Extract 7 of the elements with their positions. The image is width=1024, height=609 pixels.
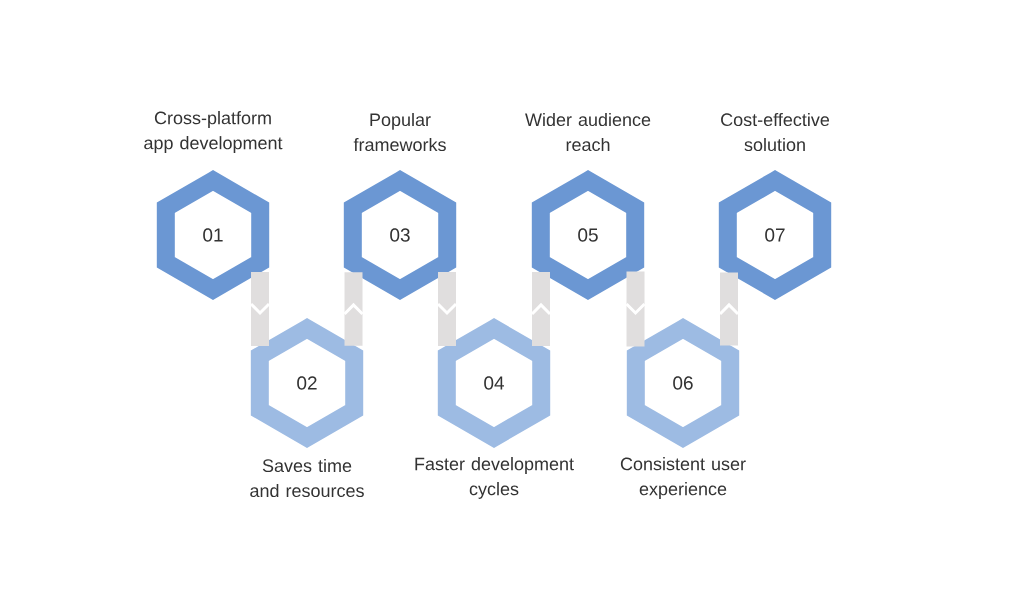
step-label: Wider audience reach	[525, 112, 651, 152]
step-label: Consistent user experience	[620, 457, 746, 499]
step-label: Cross-platform app development	[144, 111, 283, 153]
step-label: Popular frameworks	[353, 112, 446, 152]
step-label: Saves time and resources	[250, 458, 364, 498]
step-label: Faster development cycles	[415, 457, 574, 499]
step-label: Cost-effective solution	[721, 112, 830, 152]
